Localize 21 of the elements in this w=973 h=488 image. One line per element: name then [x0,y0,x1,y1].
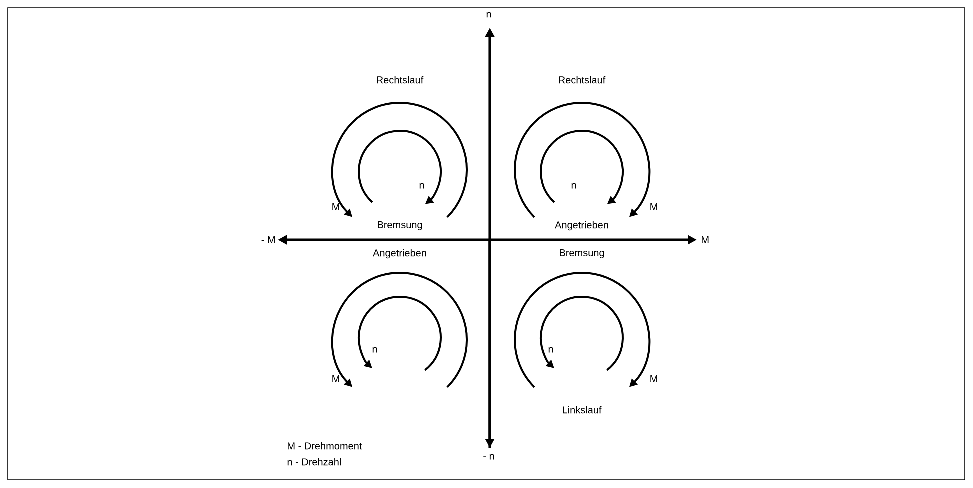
quadrant-label: Angetrieben [373,249,426,259]
arc-label: M [650,376,658,382]
quadrant-label: Rechtslauf [559,76,606,84]
quadrant-label: Angetrieben [555,221,608,231]
quadrant-label: Linkslauf [563,406,602,414]
quadrant-label: Bremsung [560,250,604,258]
arc-label: n [420,183,424,189]
axis-label: n [486,12,492,18]
arc-label: M [332,376,340,382]
arc-label: M [650,204,658,210]
arc-label: n [548,347,554,353]
axis-label: M [702,236,709,244]
arc-label: n [572,183,576,189]
arc-label: n [372,347,378,353]
axis-label: - M [262,236,275,244]
quadrant-label: Rechtslauf [377,76,424,84]
quadrant-label: Bremsung [378,222,422,230]
arc-label: M [332,204,340,210]
axis-label: - n [484,454,494,460]
legend-text: M - Drehmoment [288,442,362,450]
legend-text: n - Drehzahl [288,458,341,466]
